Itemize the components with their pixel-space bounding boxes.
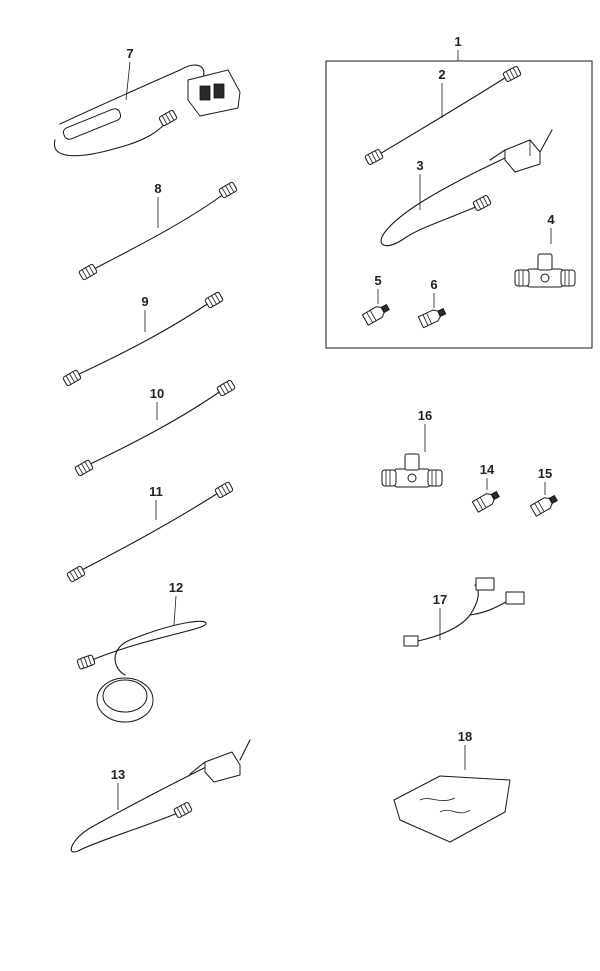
part-11-cable	[66, 481, 234, 583]
callout-14: 14	[480, 462, 495, 477]
part-7-sensor-cable	[53, 64, 241, 157]
callout-13: 13	[111, 767, 125, 782]
group-box-1	[325, 60, 593, 349]
callout-18: 18	[458, 729, 472, 744]
part-16-tee-connector	[381, 453, 443, 488]
callout-12: 12	[169, 580, 183, 595]
part-12-antenna	[76, 620, 207, 723]
callout-15: 15	[538, 466, 552, 481]
part-18-parts-bag	[393, 775, 511, 843]
part-9-cable	[62, 291, 224, 387]
callout-17: 17	[433, 592, 447, 607]
callout-1: 1	[454, 34, 461, 49]
callout-9: 9	[141, 294, 148, 309]
leader-lines	[117, 50, 552, 810]
part-17-harness	[403, 577, 525, 647]
part-2-cable	[364, 65, 522, 166]
callout-3: 3	[416, 158, 423, 173]
part-10-cable	[74, 379, 236, 477]
callout-4: 4	[547, 212, 555, 227]
part-15-terminator	[529, 492, 560, 517]
callout-6: 6	[430, 277, 437, 292]
part-6-terminator	[417, 305, 448, 329]
callout-7: 7	[126, 46, 133, 61]
callout-5: 5	[374, 273, 381, 288]
part-13-cable-with-module	[70, 739, 251, 853]
callout-8: 8	[154, 181, 161, 196]
part-3-cable-with-module	[380, 129, 553, 247]
part-4-tee-connector	[514, 253, 576, 288]
part-8-cable	[78, 181, 238, 281]
part-5-terminator	[361, 301, 392, 326]
callout-11: 11	[149, 484, 163, 499]
callout-2: 2	[438, 67, 445, 82]
part-14-terminator	[471, 488, 502, 513]
callout-10: 10	[150, 386, 164, 401]
callout-16: 16	[418, 408, 432, 423]
